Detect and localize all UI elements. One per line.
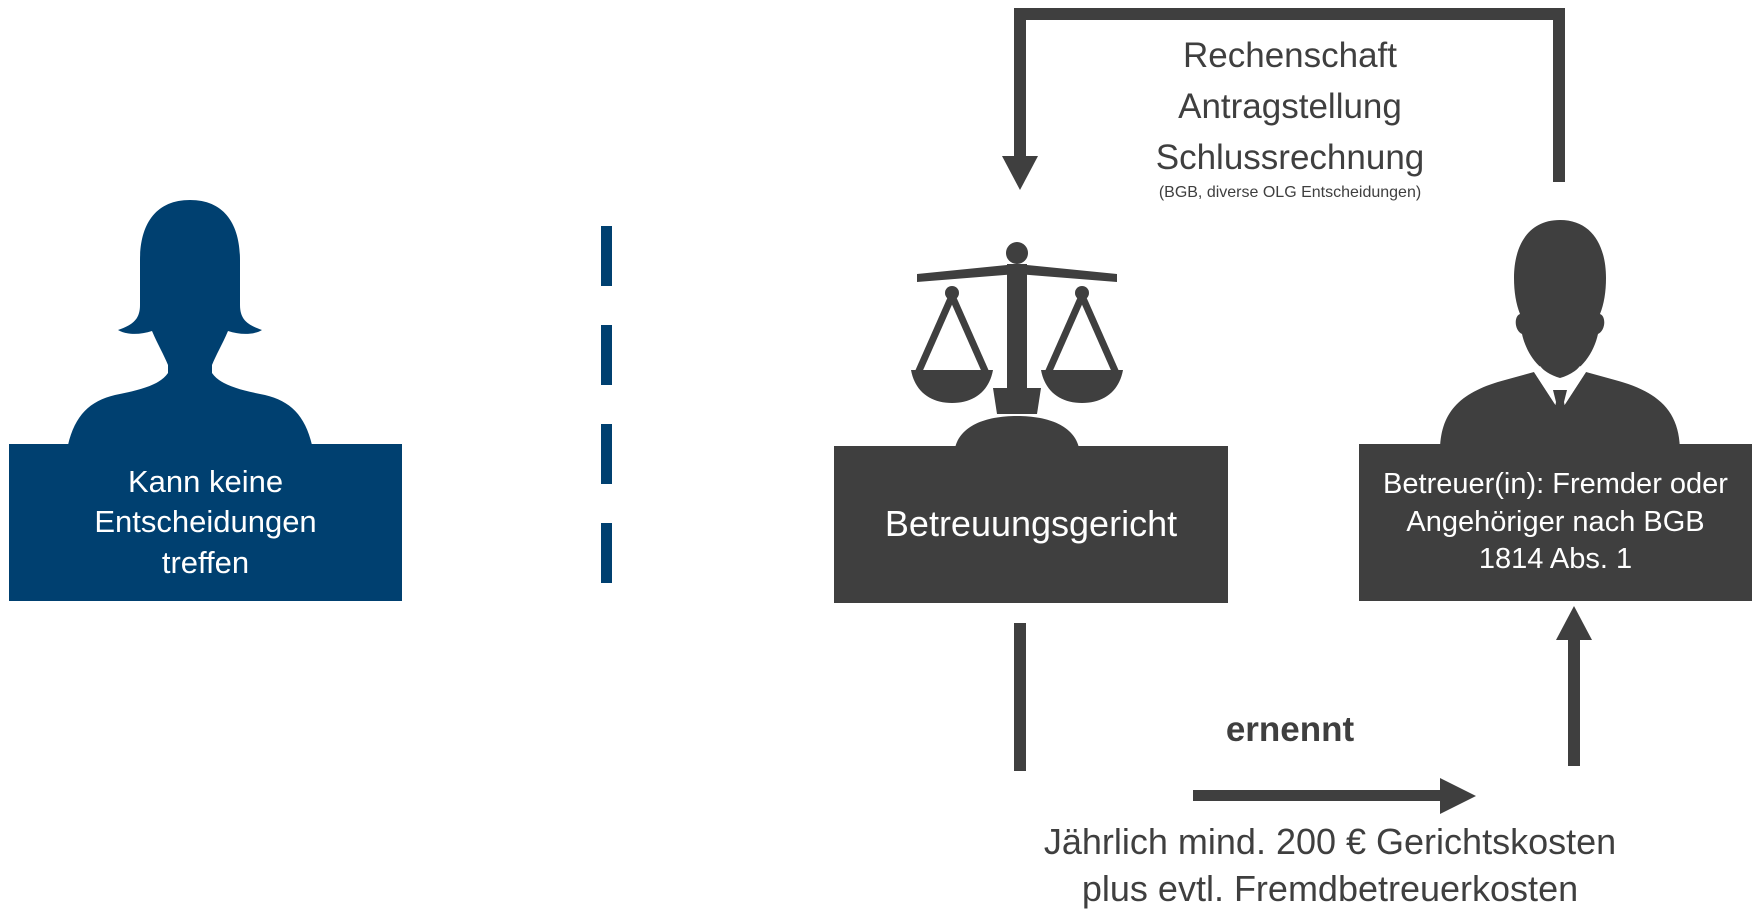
feedback-text: Rechenschaft Antragstellung Schlussrechn…	[1100, 30, 1480, 203]
feedback-arrow-right-segment	[1553, 8, 1565, 182]
feedback-source: (BGB, diverse OLG Entscheidungen)	[1158, 184, 1422, 201]
arrow-up-icon	[1556, 606, 1592, 640]
feedback-line-3: Schlussrechnung	[1155, 138, 1425, 177]
costs-line-1: Jährlich mind. 200 € Gerichtskosten	[1043, 821, 1617, 862]
appoint-line-caregiver	[1568, 636, 1580, 766]
feedback-line-2: Antragstellung	[1178, 87, 1402, 126]
costs-line-2: plus evtl. Fremdbetreuerkosten	[1081, 868, 1579, 909]
feedback-arrow-top-segment	[1014, 8, 1565, 20]
divider-dash	[601, 325, 612, 385]
caregiver-label-box: Betreuer(in): Fremder oder Angehöriger n…	[1359, 444, 1752, 601]
costs-text: Jährlich mind. 200 € Gerichtskosten plus…	[990, 818, 1670, 912]
appoint-line-court	[1014, 623, 1026, 771]
businessman-silhouette-icon	[1440, 220, 1680, 452]
divider-dash	[601, 226, 612, 286]
divider-dash	[601, 424, 612, 484]
appoint-arrow-shaft	[1193, 790, 1443, 801]
court-label: Betreuungsgericht	[884, 503, 1178, 545]
person-label-box: Kann keine Entscheidungen treffen	[9, 444, 402, 601]
scales-of-justice-icon	[911, 242, 1123, 448]
court-label-box: Betreuungsgericht	[834, 446, 1228, 603]
woman-silhouette-icon	[68, 200, 312, 445]
divider-dash	[601, 523, 612, 583]
caregiver-label: Betreuer(in): Fremder oder Angehöriger n…	[1383, 467, 1728, 576]
feedback-arrow-left-segment	[1014, 8, 1026, 160]
arrow-down-icon	[1002, 156, 1038, 190]
arrow-right-icon	[1440, 778, 1476, 814]
appoint-label: ernennt	[1225, 710, 1355, 749]
feedback-line-1: Rechenschaft	[1182, 36, 1398, 75]
person-label: Kann keine Entscheidungen treffen	[94, 464, 317, 580]
